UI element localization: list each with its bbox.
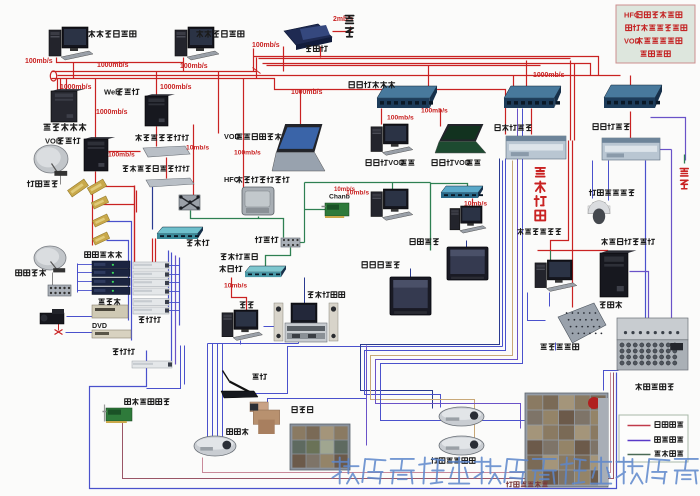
svg-text:100mb/s: 100mb/s: [421, 108, 448, 115]
svg-text:1000mb/s: 1000mb/s: [96, 109, 128, 116]
svg-text:100mb/s: 100mb/s: [25, 58, 53, 65]
svg-text:VOD: VOD: [45, 136, 62, 145]
svg-text:100mb/s: 100mb/s: [108, 152, 135, 159]
svg-text:VOD: VOD: [624, 36, 641, 45]
svg-text:100mb/s: 100mb/s: [387, 115, 414, 122]
svg-text:10mb/s: 10mb/s: [334, 186, 356, 193]
svg-text:1000mb/s: 1000mb/s: [60, 84, 92, 91]
svg-text:100mb/s: 100mb/s: [234, 150, 261, 157]
svg-text:10mb/s: 10mb/s: [464, 201, 487, 208]
svg-text:1000mb/s: 1000mb/s: [533, 72, 565, 79]
svg-text:1000mb/s: 1000mb/s: [160, 84, 192, 91]
svg-text:Chanb: Chanb: [329, 194, 350, 201]
svg-text:Web: Web: [104, 87, 120, 96]
svg-text:VOD: VOD: [388, 158, 404, 167]
svg-text:10mb/s: 10mb/s: [186, 145, 209, 152]
svg-text:10mb/s: 10mb/s: [224, 283, 247, 290]
svg-text:1000mb/s: 1000mb/s: [291, 89, 323, 96]
svg-text:VOD: VOD: [224, 132, 240, 141]
svg-text:DVD: DVD: [92, 322, 107, 330]
svg-text:1000mb/s: 1000mb/s: [97, 62, 129, 69]
svg-text:100mb/s: 100mb/s: [180, 63, 208, 70]
svg-text:HFC: HFC: [224, 175, 240, 184]
svg-text:10mb/s: 10mb/s: [346, 190, 369, 197]
svg-text:VOD: VOD: [454, 158, 470, 167]
svg-text:100mb/s: 100mb/s: [252, 42, 280, 49]
svg-text:2mb/s: 2mb/s: [333, 16, 353, 23]
svg-text:HFC: HFC: [624, 10, 640, 19]
